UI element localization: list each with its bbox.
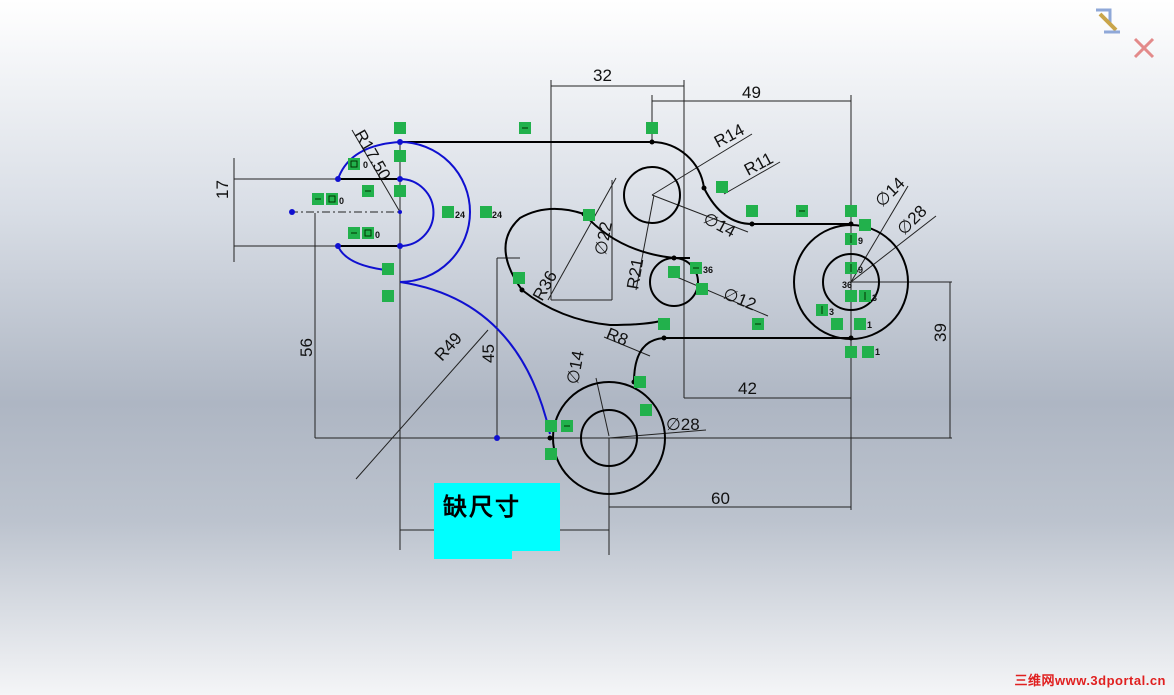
equal-icon[interactable]: [326, 193, 338, 205]
tangent-icon[interactable]: [634, 376, 646, 388]
dim-60[interactable]: 60: [711, 489, 730, 508]
dim-r14[interactable]: R14: [711, 120, 747, 151]
tangent-icon[interactable]: [545, 448, 557, 460]
equal-icon[interactable]: [362, 227, 374, 239]
tangent-icon[interactable]: [668, 266, 680, 278]
svg-text:24: 24: [492, 210, 502, 220]
coradial-icon[interactable]: [480, 206, 492, 218]
svg-text:1: 1: [875, 347, 880, 357]
dimension-lines: [233, 80, 952, 555]
dim-32[interactable]: 32: [593, 66, 612, 85]
dim-17[interactable]: 17: [213, 180, 232, 199]
tangent-icon[interactable]: [746, 205, 758, 217]
svg-text:0: 0: [339, 196, 344, 206]
close-icon[interactable]: [1131, 35, 1157, 61]
dim-56[interactable]: 56: [297, 338, 316, 357]
svg-text:36: 36: [842, 280, 852, 290]
dim-49[interactable]: 49: [742, 83, 761, 102]
relation-glyphs: [315, 127, 866, 427]
coincident-icon[interactable]: [382, 263, 394, 275]
svg-text:9: 9: [858, 236, 863, 246]
svg-text:0: 0: [363, 160, 368, 170]
note-text: 缺尺寸: [443, 493, 521, 521]
svg-text:24: 24: [455, 210, 465, 220]
coincident-icon[interactable]: [854, 318, 866, 330]
sketch-points-black[interactable]: [519, 139, 854, 441]
sketch-points[interactable]: [289, 139, 500, 441]
missing-dimension-note: 缺尺寸: [434, 483, 560, 551]
tangent-icon[interactable]: [845, 346, 857, 358]
tangent-icon[interactable]: [646, 122, 658, 134]
tangent-icon[interactable]: [859, 219, 871, 231]
tangent-icon[interactable]: [658, 318, 670, 330]
coincident-icon[interactable]: [845, 290, 857, 302]
coincident-icon[interactable]: [845, 205, 857, 217]
dim-phi14-right[interactable]: ∅14: [871, 174, 908, 211]
dim-39[interactable]: 39: [931, 323, 950, 342]
dim-42[interactable]: 42: [738, 379, 757, 398]
tangent-icon[interactable]: [696, 283, 708, 295]
svg-text:1: 1: [867, 320, 872, 330]
svg-text:36: 36: [703, 265, 713, 275]
relation-labels: 0 0 0 24 24 36 36 9 9 3 3 1 1: [339, 160, 880, 357]
sketch-geometry[interactable]: [338, 141, 909, 495]
dim-r11[interactable]: R11: [741, 149, 776, 180]
dim-r49[interactable]: R49: [431, 329, 466, 365]
dim-phi14-bottom[interactable]: ∅14: [563, 349, 588, 386]
svg-text:3: 3: [829, 307, 834, 317]
dim-45[interactable]: 45: [479, 344, 498, 363]
tangent-icon[interactable]: [583, 209, 595, 221]
watermark: 三维网www.3dportal.cn: [1014, 673, 1166, 688]
dim-phi14-top[interactable]: ∅14: [700, 209, 739, 242]
relation-icons[interactable]: [312, 122, 874, 460]
tangent-icon[interactable]: [513, 272, 525, 284]
tangent-icon[interactable]: [716, 181, 728, 193]
coincident-icon[interactable]: [394, 122, 406, 134]
dim-r21[interactable]: R21: [623, 257, 647, 291]
tangent-icon[interactable]: [394, 150, 406, 162]
svg-text:9: 9: [858, 265, 863, 275]
coincident-icon[interactable]: [545, 420, 557, 432]
coincident-icon[interactable]: [831, 318, 843, 330]
tangent-icon[interactable]: [640, 404, 652, 416]
coradial-icon[interactable]: [442, 206, 454, 218]
tangent-icon[interactable]: [394, 185, 406, 197]
dim-phi28-right[interactable]: ∅28: [893, 202, 930, 239]
note-tail: [434, 549, 512, 559]
svg-text:0: 0: [375, 230, 380, 240]
dim-phi28-bottom[interactable]: ∅28: [666, 415, 700, 434]
confirm-corner-icon[interactable]: [1090, 2, 1126, 38]
equal-icon[interactable]: [348, 158, 360, 170]
selected-geometry[interactable]: [337, 141, 551, 435]
svg-text:3: 3: [872, 293, 877, 303]
dim-phi12[interactable]: ∅12: [721, 284, 759, 314]
tangent-icon[interactable]: [382, 290, 394, 302]
coincident-icon[interactable]: [862, 346, 874, 358]
